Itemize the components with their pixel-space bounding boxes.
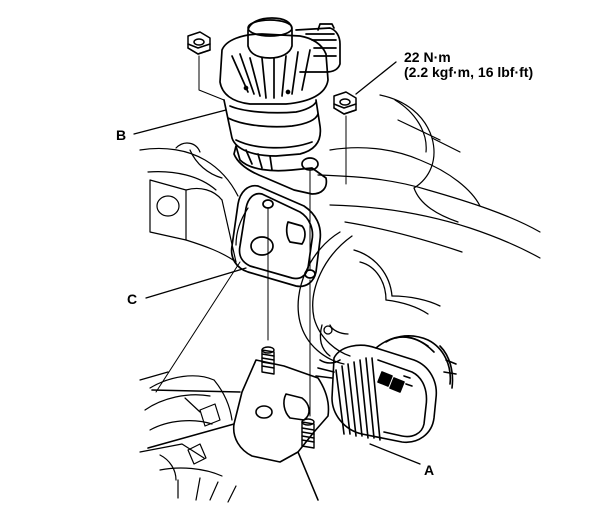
wire-harness	[298, 232, 440, 364]
gasket-c	[232, 186, 321, 287]
leader-c	[146, 268, 246, 298]
nut-right	[334, 92, 356, 114]
leader-b	[134, 110, 226, 134]
leader-torque	[356, 62, 396, 94]
engine-background	[140, 95, 540, 502]
stud-left	[262, 347, 274, 374]
torque-conversion: (2.2 kgf·m, 16 lbf·ft)	[404, 64, 534, 80]
torque-value: 22 N·m	[404, 49, 451, 65]
label-b: B	[116, 127, 127, 143]
egr-valve-b	[220, 18, 340, 194]
callout-leaders	[134, 62, 420, 464]
label-c: C	[127, 291, 138, 307]
leader-a	[370, 444, 420, 464]
stud-right	[302, 419, 314, 448]
alignment-lines	[156, 56, 346, 416]
connector-a	[316, 336, 456, 442]
mounting-pad	[148, 360, 329, 500]
torque-spec: 22 N·m (2.2 kgf·m, 16 lbf·ft)	[404, 50, 533, 80]
nut-left	[188, 32, 210, 54]
label-a: A	[424, 462, 435, 478]
